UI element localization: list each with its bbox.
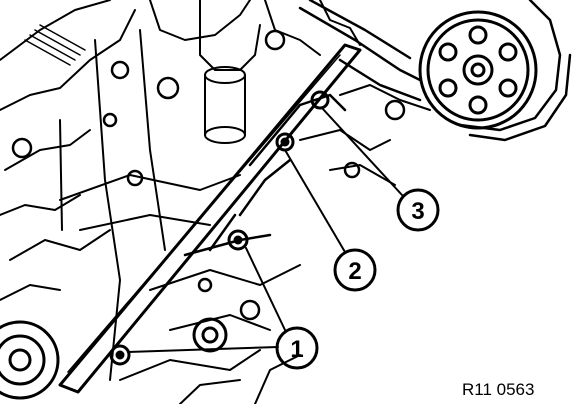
guide-bolt-2 [227, 229, 249, 251]
leader-line-2 [284, 149, 346, 253]
camshaft-sprocket [418, 10, 538, 130]
hatched-boss [24, 24, 86, 66]
chain-guide-rail [58, 43, 362, 394]
figure-reference: R11 0563 [462, 380, 534, 399]
callout-2-number: 2 [348, 258, 361, 285]
callout-1-number: 1 [290, 336, 303, 363]
callout-3-number: 3 [411, 198, 424, 225]
timing-chain [298, 0, 572, 142]
engine-block-linework [0, 0, 431, 404]
crank-pulley [0, 320, 60, 400]
leader-lines [127, 107, 403, 353]
leader-line-3 [321, 107, 403, 196]
bolt-holes [11, 29, 406, 321]
guide-bolt-1 [109, 344, 131, 366]
callout-3: 3 [396, 188, 440, 232]
lower-flange [192, 317, 228, 353]
leader-line-1b [245, 247, 286, 331]
callout-1: 1 [275, 326, 319, 370]
leader-line-1a [127, 346, 279, 353]
callout-2: 2 [333, 248, 377, 292]
